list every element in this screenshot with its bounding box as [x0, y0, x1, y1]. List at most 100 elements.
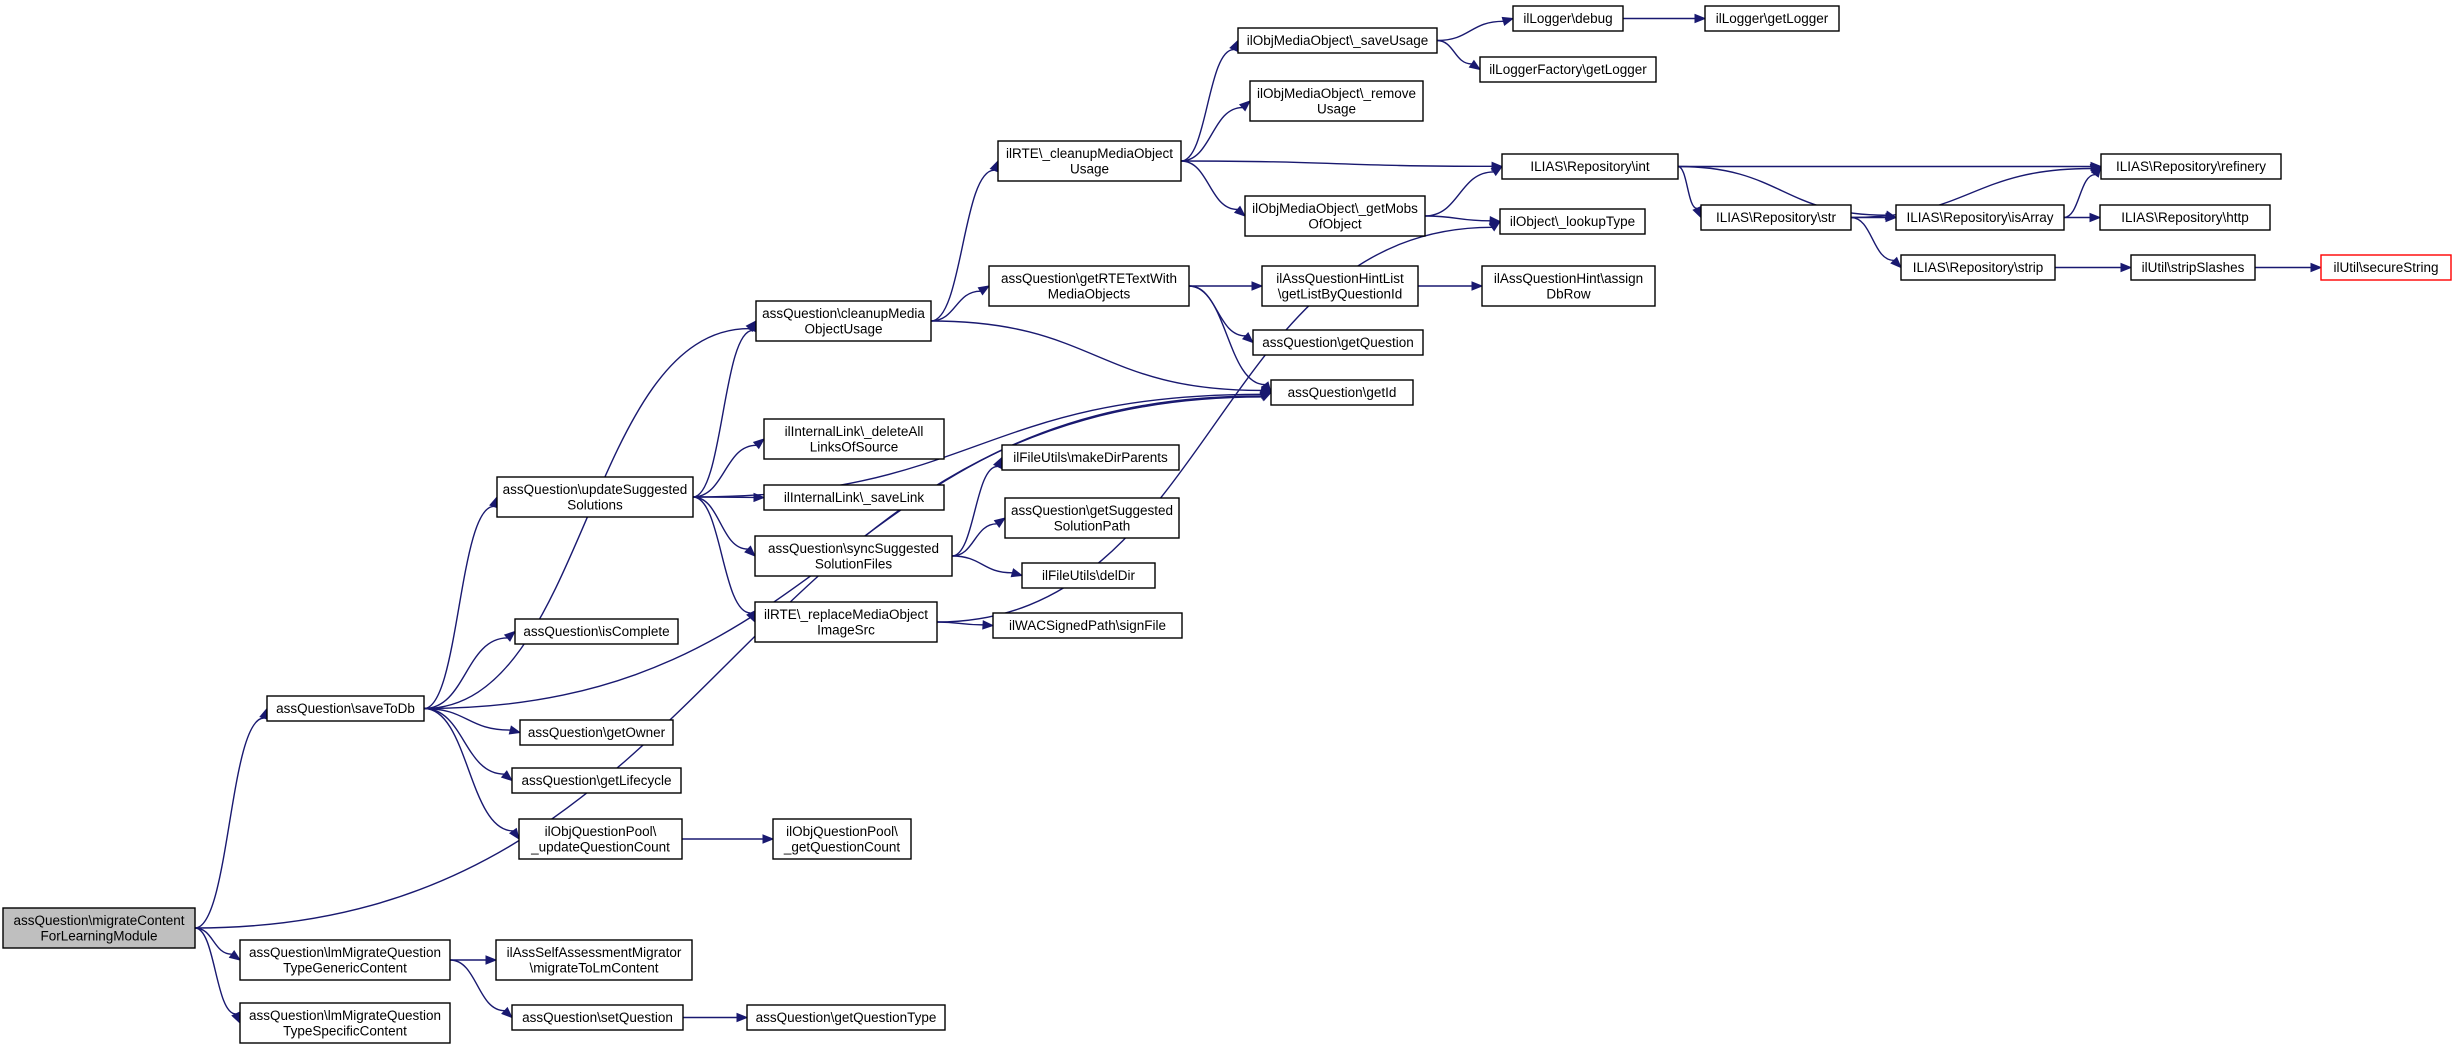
node-box [763, 484, 945, 511]
node-label: _getQuestionCount [783, 839, 901, 854]
node-lookupType[interactable]: ilObject\_lookupType [1499, 208, 1646, 235]
edge-getMobs-to-repoInt [1424, 165, 1504, 217]
edge-line [1180, 106, 1243, 162]
edge-getRTEText-to-getId [1188, 285, 1272, 394]
node-isComplete[interactable]: assQuestion\isComplete [514, 618, 679, 645]
node-box [511, 767, 682, 794]
node-hintList[interactable]: ilAssQuestionHintList\getListByQuestionI… [1261, 265, 1419, 307]
node-root[interactable]: assQuestion\migrateContentForLearningMod… [2, 907, 196, 949]
edge-line [1424, 215, 1491, 222]
edge-updateSuggested-to-deleteAllLinks [692, 438, 766, 498]
edge-arrowhead [508, 827, 520, 841]
node-label: _updateQuestionCount [530, 839, 670, 854]
node-repoIsArray[interactable]: ILIAS\Repository\isArray [1895, 204, 2065, 231]
edge-line [423, 707, 514, 832]
edge-root-to-saveToDb [194, 707, 269, 929]
node-updateQuestionCount[interactable]: ilObjQuestionPool\_updateQuestionCount [518, 818, 683, 860]
node-label: ForLearningModule [40, 928, 157, 943]
edge-arrowhead [1241, 331, 1255, 344]
node-getId[interactable]: assQuestion\getId [1270, 379, 1414, 406]
node-box [511, 1004, 684, 1031]
node-repoInt[interactable]: ILIAS\Repository\int [1501, 153, 1679, 180]
edge-arrowhead [1238, 100, 1252, 112]
node-label: ilWACSignedPath\signFile [1009, 618, 1166, 633]
node-repoStr[interactable]: ILIAS\Repository\str [1700, 204, 1852, 231]
node-repoHttp[interactable]: ILIAS\Repository\http [2099, 204, 2271, 231]
node-repoStrip[interactable]: ILIAS\Repository\strip [1900, 254, 2056, 281]
node-saveUsage[interactable]: ilObjMediaObject\_saveUsage [1237, 27, 1438, 54]
edge-arrowhead [1501, 16, 1515, 26]
node-repoRefinery[interactable]: ILIAS\Repository\refinery [2100, 153, 2282, 180]
edge-getMobs-to-lookupType [1424, 215, 1502, 226]
node-label: ilObjQuestionPool\ [545, 824, 657, 839]
edge-repoStrip-to-stripSlashes [2055, 262, 2133, 273]
node-lmMigrateSpecific[interactable]: assQuestion\lmMigrateQuestionTypeSpecifi… [239, 1002, 451, 1044]
node-label: assQuestion\getQuestionType [756, 1010, 937, 1025]
edge-arrowhead [982, 620, 995, 630]
node-label: assQuestion\getSuggested [1011, 503, 1173, 518]
node-makeDirParents[interactable]: ilFileUtils\makeDirParents [1001, 444, 1180, 471]
node-label: assQuestion\setQuestion [522, 1010, 673, 1025]
edge-arrowhead [1692, 205, 1702, 219]
node-getLifecycle[interactable]: assQuestion\getLifecycle [511, 767, 682, 794]
node-label: SolutionPath [1054, 518, 1131, 533]
edge-getRTEText-to-hintList [1188, 281, 1264, 291]
node-box [2130, 254, 2256, 281]
node-getQuestion[interactable]: assQuestion\getQuestion [1252, 329, 1424, 356]
edge-line [1180, 48, 1234, 162]
node-label: \getListByQuestionId [1278, 286, 1403, 301]
edge-arrowhead [753, 492, 766, 503]
node-saveToDb[interactable]: assQuestion\saveToDb [266, 695, 425, 722]
node-box [519, 719, 674, 746]
node-getQuestionType[interactable]: assQuestion\getQuestionType [746, 1004, 946, 1031]
edge-repoInt-to-repoStr [1677, 165, 1702, 219]
node-label: ILIAS\Repository\isArray [1906, 210, 2053, 225]
node-loggerGet[interactable]: ilLogger\getLogger [1704, 5, 1840, 32]
edge-saveUsage-to-loggerDebug [1436, 16, 1515, 42]
node-setQuestion[interactable]: assQuestion\setQuestion [511, 1004, 684, 1031]
node-loggerFactory[interactable]: ilLoggerFactory\getLogger [1479, 56, 1657, 83]
node-label: assQuestion\updateSuggested [503, 482, 688, 497]
node-getQuestionCount[interactable]: ilObjQuestionPool\_getQuestionCount [772, 818, 912, 860]
node-loggerDebug[interactable]: ilLogger\debug [1512, 5, 1624, 32]
node-delDir[interactable]: ilFileUtils\delDir [1021, 562, 1156, 589]
edge-line [423, 637, 508, 710]
edge-arrowhead [736, 1012, 749, 1023]
edge-arrowhead [500, 770, 514, 782]
node-label: OfObject [1308, 216, 1362, 231]
edge-arrowhead [1251, 281, 1264, 291]
node-selfAssessMigrator[interactable]: ilAssSelfAssessmentMigrator\migrateToLmC… [495, 939, 693, 981]
node-label: ilObject\_lookupType [1510, 214, 1635, 229]
edge-arrowhead [1233, 205, 1247, 217]
node-stripSlashes[interactable]: ilUtil\stripSlashes [2130, 254, 2256, 281]
node-saveLink[interactable]: ilInternalLink\_saveLink [763, 484, 945, 511]
edge-updateSuggested-to-replaceMediaSrc [692, 496, 756, 624]
edge-line [1436, 39, 1472, 65]
node-box [514, 618, 679, 645]
node-signFile[interactable]: ilWACSignedPath\signFile [992, 612, 1183, 639]
node-label: ilObjMediaObject\_getMobs [1252, 201, 1418, 216]
node-box [763, 418, 945, 460]
edge-saveUsage-to-loggerFactory [1436, 39, 1482, 71]
edge-rteCleanup-to-repoInt [1180, 160, 1504, 172]
edge-saveToDb-to-updateSuggested [423, 495, 499, 710]
node-label: ImageSrc [817, 622, 875, 637]
node-lmMigrateGeneric[interactable]: assQuestion\lmMigrateQuestionTypeGeneric… [239, 939, 451, 981]
edge-line [930, 290, 981, 322]
node-getOwner[interactable]: assQuestion\getOwner [519, 719, 674, 746]
node-secureString[interactable]: ilUtil\secureString [2320, 254, 2452, 281]
node-box [496, 476, 694, 518]
edge-line [1436, 20, 1504, 42]
edge-syncSuggested-to-delDir [951, 555, 1024, 578]
